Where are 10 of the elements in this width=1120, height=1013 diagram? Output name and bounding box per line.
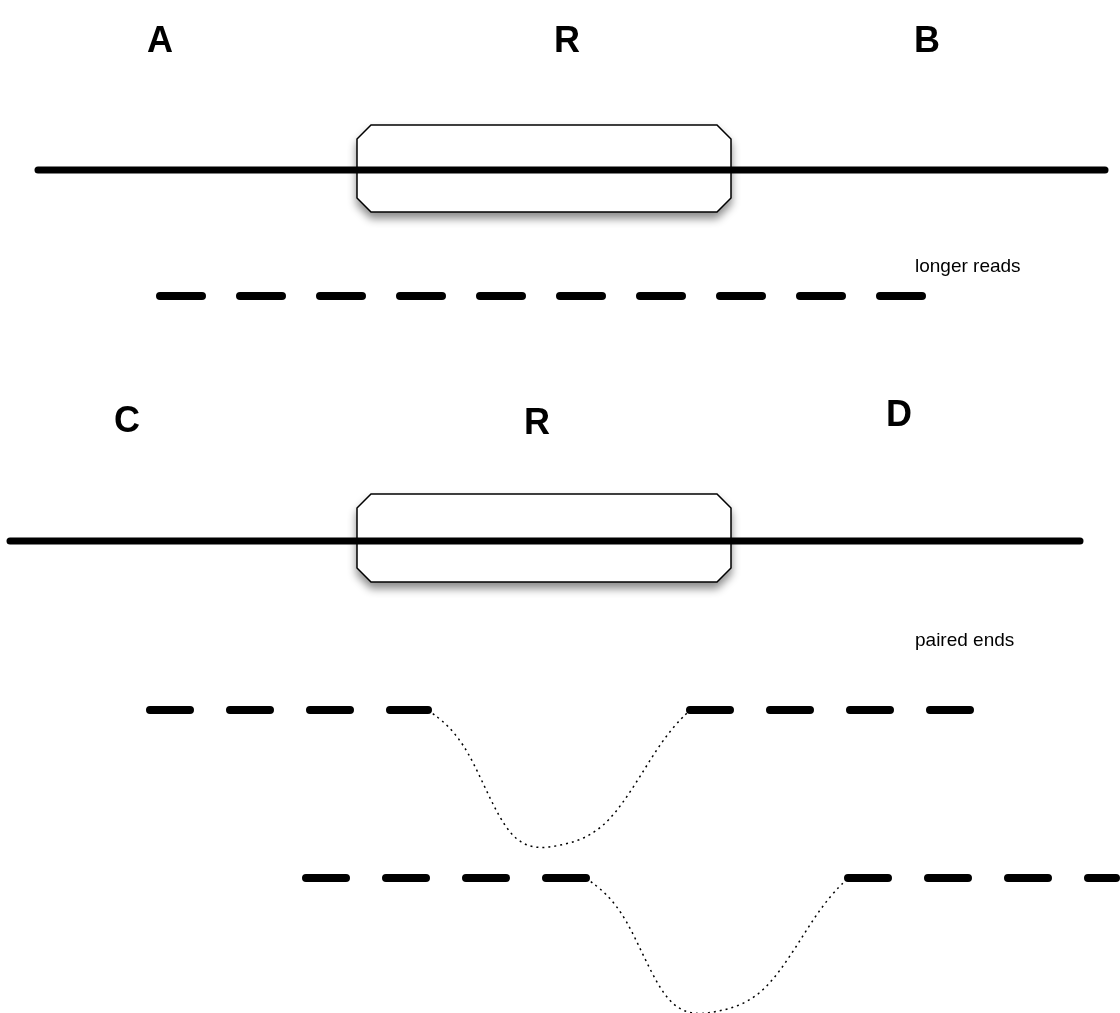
region-letter: R: [554, 22, 580, 58]
region-letter: R: [524, 404, 550, 440]
region-box: [357, 125, 731, 212]
region-letter: C: [114, 402, 140, 438]
annotation-text: longer reads: [915, 256, 1021, 275]
region-letter: D: [886, 396, 912, 432]
region-letter: B: [914, 22, 940, 58]
region-box: [357, 494, 731, 582]
annotation-text: paired ends: [915, 630, 1015, 649]
region-letter: A: [147, 22, 173, 58]
